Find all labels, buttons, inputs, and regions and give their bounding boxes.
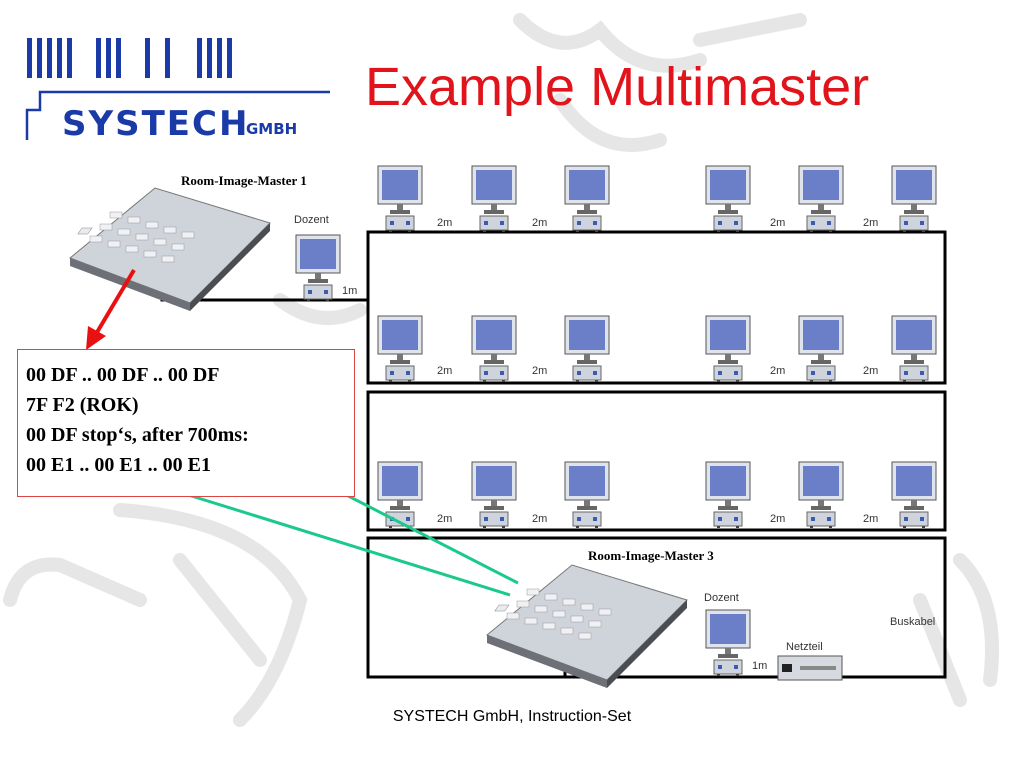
label-2m: 2m (770, 365, 786, 377)
label-dozent-2: Dozent (704, 592, 739, 604)
label-2m: 2m (770, 513, 786, 525)
logo-name: SYSTECH (62, 104, 250, 144)
watermark (3, 13, 999, 727)
room-image-master-3-device (486, 564, 688, 689)
label-2m: 2m (770, 217, 786, 229)
info-line: 00 DF .. 00 DF .. 00 DF (26, 364, 220, 386)
label-2m: 2m (863, 513, 879, 525)
label-2m: 2m (532, 365, 548, 377)
logo-skyline (25, 90, 330, 140)
logo-suffix: GMBH (246, 120, 298, 138)
label-1m-top: 1m (342, 285, 358, 297)
label-buskabel: Buskabel (890, 616, 936, 628)
logo-bars (27, 38, 232, 78)
protocol-info-box: 00 DF .. 00 DF .. 00 DF 7F F2 (ROK) 00 D… (17, 349, 355, 497)
label-2m: 2m (437, 217, 453, 229)
label-master-3: Room-Image-Master 3 (588, 548, 714, 563)
footer-text: SYSTECH GmbH, Instruction-Set (392, 708, 632, 725)
label-2m: 2m (532, 513, 548, 525)
label-2m: 2m (437, 513, 453, 525)
netzteil-device (777, 655, 843, 681)
label-2m: 2m (863, 217, 879, 229)
label-2m: 2m (863, 365, 879, 377)
label-2m: 2m (437, 365, 453, 377)
label-1m-bottom: 1m (752, 660, 768, 672)
label-dozent-1: Dozent (294, 214, 329, 226)
page-title: Example Multimaster (365, 57, 870, 117)
info-line: 00 DF stop‘s, after 700ms: (26, 424, 249, 446)
label-master-1: Room-Image-Master 1 (181, 173, 307, 188)
info-line: 7F F2 (ROK) (26, 394, 139, 416)
label-2m: 2m (532, 217, 548, 229)
room-image-master-1-device (69, 187, 271, 312)
red-arrow (86, 268, 136, 350)
label-netzteil: Netzteil (786, 641, 823, 653)
info-line: 00 E1 .. 00 E1 .. 00 E1 (26, 454, 212, 476)
